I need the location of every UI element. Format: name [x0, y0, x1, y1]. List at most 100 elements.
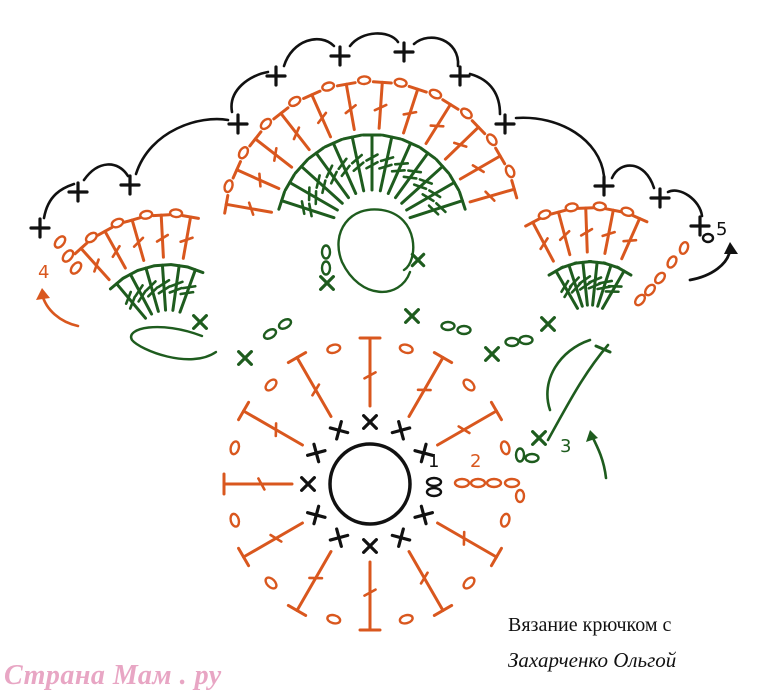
sc-symbol	[306, 504, 327, 526]
ch-symbol	[229, 440, 241, 456]
dc-symbol	[458, 146, 507, 181]
dc-symbol	[400, 158, 451, 205]
watermark-site: Страна Мам . ру	[4, 660, 222, 691]
dc-symbol	[151, 213, 171, 259]
sc-symbol	[649, 187, 671, 209]
ch-symbol	[398, 613, 414, 625]
dc-symbol	[283, 173, 339, 212]
sc-symbol	[593, 175, 615, 197]
ch-symbol	[223, 179, 234, 194]
chain-arch	[610, 164, 656, 190]
ch-symbol	[237, 146, 250, 160]
dc-symbol	[178, 265, 205, 314]
ch-symbol	[259, 117, 273, 131]
chain-arch	[546, 343, 610, 442]
ch-symbol	[264, 576, 278, 590]
sc-symbol	[362, 538, 378, 554]
sc-symbol	[390, 420, 412, 441]
dc-symbol	[108, 277, 148, 320]
ch-symbol	[462, 576, 476, 590]
sc-symbol	[413, 504, 434, 526]
sc-symbol	[67, 181, 89, 203]
ch-symbol	[321, 81, 336, 92]
dc-symbol	[386, 138, 421, 195]
sc-symbol	[531, 430, 547, 446]
ch-symbol	[139, 209, 154, 220]
dc-symbol	[222, 472, 294, 496]
dc-symbol	[601, 207, 623, 255]
chain-arch	[590, 434, 608, 480]
dc-symbol	[96, 225, 127, 270]
chain-arch	[468, 72, 502, 116]
dc-symbol	[601, 265, 633, 310]
ch-symbol	[229, 512, 241, 528]
dc-symbol	[358, 560, 382, 632]
chain-arch	[666, 189, 704, 218]
ch-symbol	[504, 164, 516, 179]
sc-symbol	[119, 174, 141, 196]
sc-symbol	[393, 41, 415, 63]
dc-symbol	[272, 106, 311, 152]
dc-symbol	[436, 521, 503, 568]
dc-symbol	[335, 81, 357, 132]
sc-symbol	[449, 65, 471, 87]
chain-arches-layer	[42, 32, 704, 220]
dc-symbol	[121, 269, 154, 316]
dc-symbol	[341, 133, 366, 193]
arrow-head-round-4	[36, 288, 50, 300]
chain-arch	[134, 117, 230, 176]
dc-symbol	[136, 264, 160, 313]
dc-symbol	[307, 146, 350, 200]
sc-symbol	[227, 113, 249, 135]
round-label-2: 2	[470, 451, 481, 472]
chain-arch	[82, 163, 130, 182]
ch-symbol	[666, 255, 678, 269]
arrow-head-round-3	[586, 430, 598, 442]
dc-symbol	[302, 89, 333, 139]
magic-ring	[328, 442, 412, 526]
ch-symbol	[678, 241, 690, 255]
dc-symbol	[152, 263, 172, 312]
ch-symbol	[459, 107, 473, 120]
dc-symbol	[408, 190, 467, 220]
dc-symbol	[524, 217, 555, 263]
ch-symbol	[425, 486, 443, 498]
dc-symbol	[596, 261, 621, 308]
dc-symbol	[231, 160, 281, 191]
ch-symbol	[592, 201, 607, 212]
sc-symbol	[362, 414, 378, 430]
ch-symbol	[320, 244, 332, 260]
ch-symbol	[456, 324, 472, 336]
sc-symbol	[410, 252, 426, 268]
sc-symbol	[192, 314, 208, 330]
sc-symbol	[494, 113, 516, 135]
ch-symbol	[277, 318, 293, 330]
ch-symbol	[537, 209, 552, 221]
dc-symbol	[424, 98, 460, 145]
ch-symbol	[514, 488, 526, 504]
dc-symbol	[405, 173, 461, 212]
dc-symbol	[371, 80, 393, 130]
ch-symbol	[288, 95, 302, 108]
sc-symbol	[29, 217, 51, 239]
dc-symbol	[237, 521, 304, 568]
ch-symbol	[69, 261, 83, 275]
chain-arch	[514, 116, 606, 178]
dc-symbol	[576, 206, 596, 254]
chain-arch	[282, 37, 336, 68]
ch-symbol	[453, 477, 471, 489]
round-label-3: 3	[560, 436, 571, 457]
dc-symbol	[436, 400, 503, 447]
sc-symbol	[306, 442, 327, 464]
dc-symbol	[358, 336, 382, 408]
dc-symbol	[73, 241, 111, 282]
round-label-1: 1	[428, 451, 439, 472]
dc-symbol	[407, 351, 454, 418]
dc-symbol	[179, 214, 200, 260]
ch-symbol	[653, 271, 667, 285]
dc-symbol	[286, 351, 333, 418]
dc-symbol	[468, 179, 519, 204]
ch-symbol	[428, 88, 443, 100]
sc-symbol	[413, 442, 434, 464]
dc-symbol	[620, 213, 649, 261]
